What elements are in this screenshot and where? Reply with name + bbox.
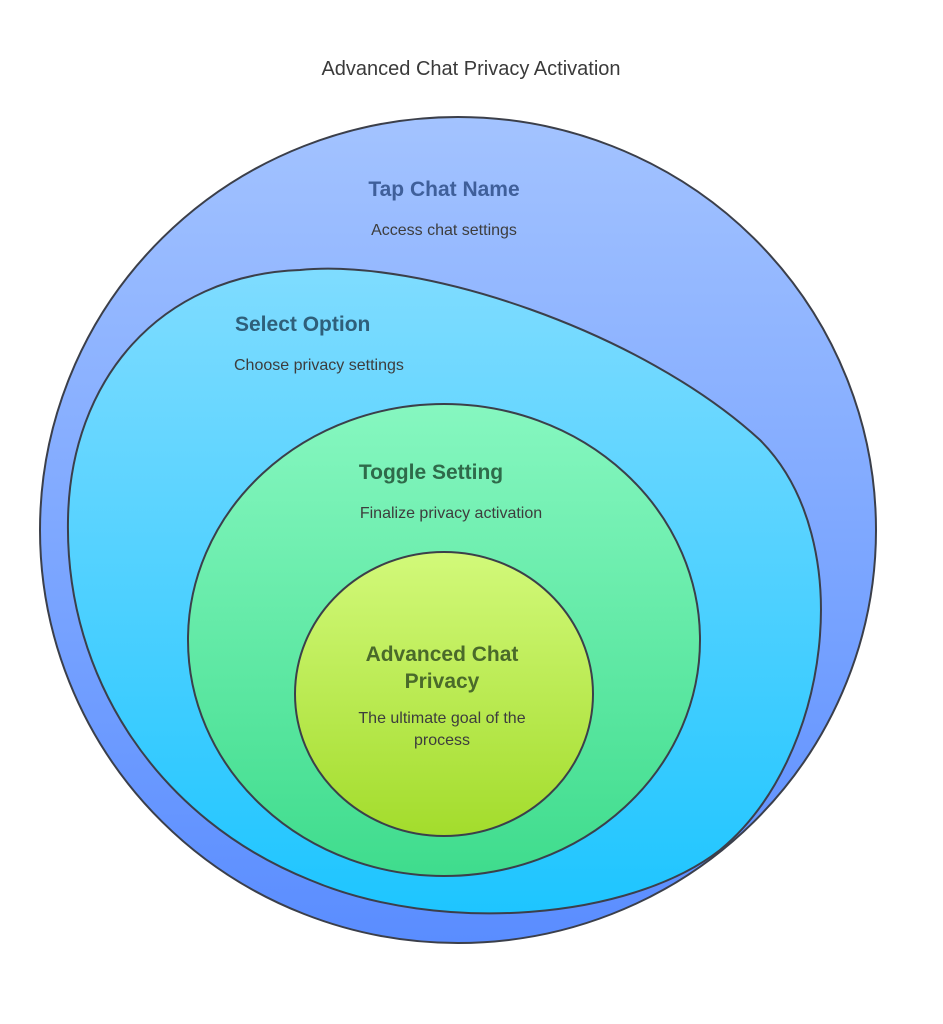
layer-3-description: Finalize privacy activation [360,505,542,522]
core-circle [294,551,594,837]
core-description-line-1: The ultimate goal of the [358,710,525,727]
layer-2-title: Select Option [235,313,370,336]
layer-1-title: Tap Chat Name [368,178,519,201]
layer-1-description: Access chat settings [371,222,517,239]
layer-2-description: Choose privacy settings [234,357,404,374]
diagram-title: Advanced Chat Privacy Activation [321,58,620,80]
core-title-line-1: Advanced Chat [366,643,519,666]
layer-3-title: Toggle Setting [359,461,503,484]
core-title-line-2: Privacy [405,670,480,693]
core-description-line-2: process [414,732,470,749]
